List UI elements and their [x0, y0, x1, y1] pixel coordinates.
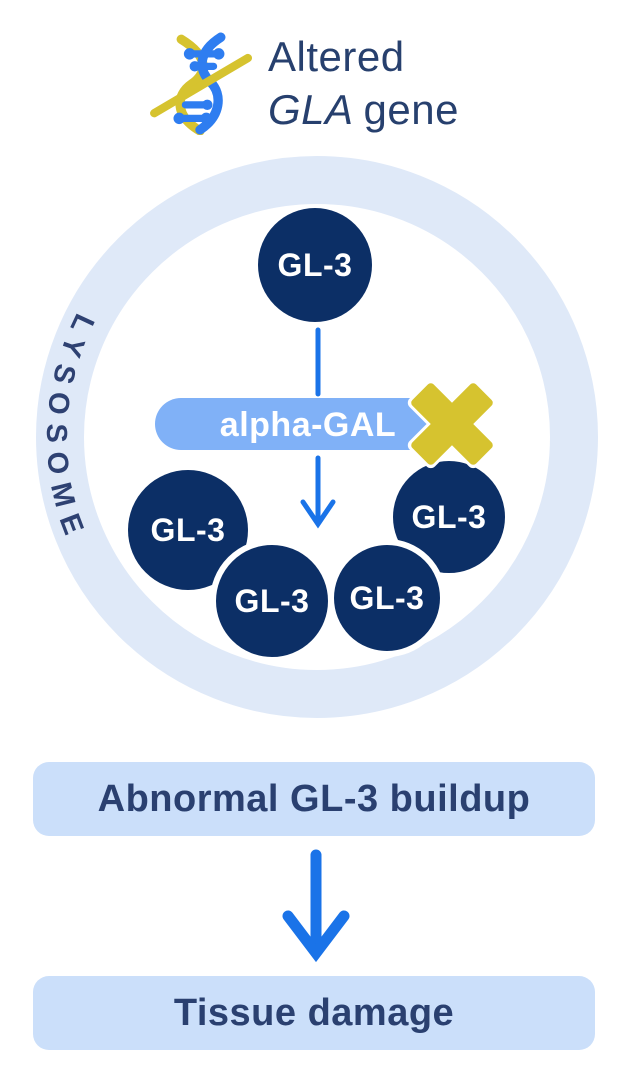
- gl3-circle-top: [258, 208, 372, 322]
- title-line1: Altered: [268, 33, 405, 80]
- flow-arrow-middle-icon: [300, 455, 336, 529]
- blocked-x-cross-icon: [407, 379, 497, 469]
- gl3-label-left: GL-3: [151, 512, 226, 548]
- enzyme-pill-shape: [155, 398, 473, 450]
- big-down-arrow-icon: [282, 849, 350, 963]
- gl3-circle-left: [128, 470, 248, 590]
- gl3-molecule-left: GL-3: [128, 470, 248, 590]
- damage-box: Tissue damage: [33, 976, 595, 1050]
- enzyme-pill: alpha-GAL: [155, 398, 473, 450]
- strike-slash: [150, 53, 252, 118]
- dna-rungs: [173, 48, 225, 125]
- gene-suffix: gene: [363, 86, 459, 133]
- gl3-molecule-upper-right: GL-3: [387, 455, 511, 579]
- gene-name: GLA: [268, 86, 354, 133]
- lysosome-ring: [36, 156, 598, 718]
- gl3-label-right: GL-3: [350, 580, 425, 616]
- gl3-molecule-center: GL-3: [210, 539, 334, 663]
- gl3-accumulated-cluster: GL-3 GL-3 GL-3 GL-3: [128, 455, 511, 663]
- gl3-circle-right: [328, 539, 446, 657]
- altered-dna-icon: [150, 32, 252, 135]
- gl3-label-upper-right: GL-3: [412, 499, 487, 535]
- buildup-label: Abnormal GL-3 buildup: [97, 777, 531, 820]
- damage-label: Tissue damage: [173, 991, 455, 1034]
- lysosome-diagram: LYSOSOME GL-3 alpha-GAL GL-3 G: [36, 156, 598, 718]
- gl3-circle-upper-right: [387, 455, 511, 579]
- gl3-molecule-top: GL-3: [258, 208, 372, 322]
- gl3-label-top: GL-3: [278, 247, 353, 283]
- gl3-label-center: GL-3: [235, 583, 310, 619]
- gl3-molecule-right: GL-3: [328, 539, 446, 657]
- buildup-box: Abnormal GL-3 buildup: [33, 762, 595, 836]
- enzyme-label: alpha-GAL: [220, 406, 396, 444]
